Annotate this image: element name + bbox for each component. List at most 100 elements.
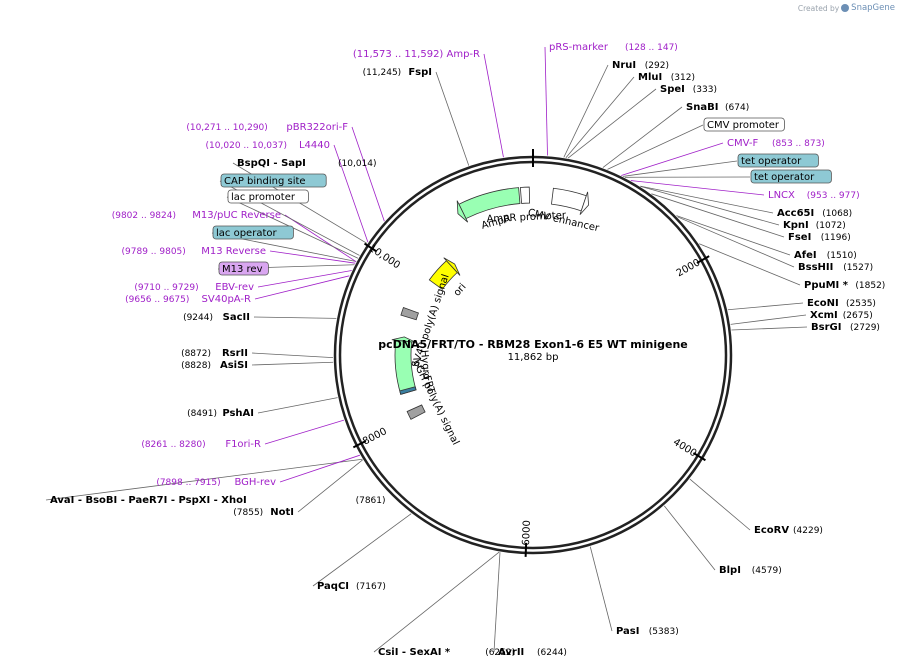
- enzyme-name[interactable]: AfeI: [794, 250, 817, 261]
- ruler-tick-label: 4000: [671, 437, 698, 460]
- site-leader-line: [45, 458, 363, 501]
- feature-tag-label: tet operator: [741, 156, 802, 167]
- feature-label: SV40 poly(A) signal: [410, 273, 451, 369]
- credit: Created by SnapGene: [798, 3, 895, 13]
- enzyme-position: (1196): [821, 233, 851, 243]
- enzyme-name[interactable]: FspI: [408, 67, 432, 78]
- enzyme-name[interactable]: EcoNI: [807, 298, 839, 309]
- enzyme-name[interactable]: NotI: [270, 507, 294, 518]
- site-leader-line: [284, 214, 357, 263]
- enzyme-position: (7855): [233, 508, 263, 518]
- ruler-tick-label: 10,000: [367, 243, 402, 271]
- primer-range: (7898 .. 7915): [156, 478, 220, 488]
- site-leader-line: [677, 216, 795, 268]
- enzyme-position: (4229): [793, 526, 823, 536]
- enzyme-position: (4579): [752, 566, 782, 576]
- site-leader-line: [640, 186, 780, 226]
- primer-name[interactable]: M13 Reverse: [201, 246, 266, 257]
- feature-frt[interactable]: [399, 386, 417, 395]
- site-leader-line: [602, 106, 683, 168]
- enzyme-name[interactable]: AvrII: [498, 647, 524, 658]
- feature-tag-box[interactable]: [737, 153, 819, 168]
- enzyme-name[interactable]: BssHII: [798, 262, 833, 273]
- enzyme-name[interactable]: KpnI: [783, 220, 809, 231]
- feature-arrowhead: [443, 257, 461, 276]
- enzyme-position: (1852): [855, 281, 885, 291]
- feature-tag-box[interactable]: [703, 117, 785, 132]
- enzyme-name[interactable]: Acc65I: [777, 208, 814, 219]
- primer-name[interactable]: EBV-rev: [215, 282, 254, 293]
- feature-cmv-enhancer[interactable]: [551, 187, 587, 212]
- primer-range: (9789 .. 9805): [122, 247, 186, 257]
- primer-name[interactable]: L4440: [299, 140, 330, 151]
- primer-name[interactable]: M13/pUC Reverse: [192, 210, 281, 221]
- enzyme-position: (2535): [846, 299, 876, 309]
- enzyme-position: (6244): [537, 648, 567, 658]
- enzyme-name[interactable]: EcoRV: [754, 525, 789, 536]
- snapgene-logo-icon: [841, 4, 850, 12]
- ruler-tick-label: 2000: [675, 257, 703, 279]
- enzyme-name[interactable]: BlpI: [719, 565, 741, 576]
- primer-range: (9710 .. 9729): [134, 283, 198, 293]
- ruler-tick-mark: [524, 542, 528, 557]
- enzyme-name[interactable]: AsiSI: [220, 360, 248, 371]
- primer-name[interactable]: pRS-marker: [549, 42, 609, 53]
- site-leader-line: [373, 551, 500, 653]
- feature-tag-box[interactable]: [220, 173, 327, 188]
- enzyme-name[interactable]: PpuMI *: [804, 280, 849, 291]
- enzyme-name[interactable]: CsiI - SexAI *: [378, 647, 451, 658]
- enzyme-name[interactable]: PaqCI: [317, 581, 349, 592]
- feature-tag-box[interactable]: [218, 261, 269, 276]
- feature-sv40-poly-a-signal[interactable]: [400, 306, 419, 321]
- primer-range: (9802 .. 9824): [112, 211, 176, 221]
- enzyme-name[interactable]: SnaBI: [686, 102, 718, 113]
- enzyme-name[interactable]: SacII: [223, 312, 250, 323]
- enzyme-name[interactable]: NruI: [612, 60, 636, 71]
- enzyme-name[interactable]: BsrGI: [811, 322, 841, 333]
- enzyme-position: (674): [725, 103, 749, 113]
- primer-label[interactable]: (11,573 .. 11,592) Amp-R: [353, 49, 480, 60]
- ruler-tick-mark: [692, 452, 706, 462]
- site-leader-line: [251, 361, 334, 366]
- site-leader-line: [279, 454, 361, 483]
- site-leader-line: [730, 314, 807, 325]
- enzyme-position: (1527): [843, 263, 873, 273]
- site-leader-line: [257, 397, 338, 414]
- ruler-tick-label: 8000: [361, 426, 389, 447]
- primer-range: (10,020 .. 10,037): [206, 141, 287, 151]
- primer-name[interactable]: BGH-rev: [234, 477, 276, 488]
- primer-name[interactable]: pBR322ori-F: [286, 122, 348, 133]
- enzyme-position: (7167): [356, 582, 386, 592]
- enzyme-position: (11,245): [363, 68, 402, 78]
- enzyme-name[interactable]: SpeI: [660, 84, 685, 95]
- enzyme-name[interactable]: PasI: [616, 626, 639, 637]
- ruler-tick-label: 6000: [521, 520, 533, 546]
- primer-name[interactable]: LNCX: [768, 190, 795, 201]
- enzyme-name[interactable]: BspQI - SapI: [237, 158, 306, 169]
- site-leader-line: [699, 243, 801, 286]
- backbone: [333, 149, 733, 555]
- primer-name[interactable]: F1ori-R: [225, 439, 261, 450]
- primer-name[interactable]: SV40pA-R: [202, 294, 251, 305]
- enzyme-position: (2729): [850, 323, 880, 333]
- feature-ampr[interactable]: [458, 187, 521, 220]
- enzyme-name[interactable]: RsrII: [222, 348, 248, 359]
- ruler-tick-mark: [696, 255, 710, 264]
- feature-tag-label: lac promoter: [231, 192, 296, 203]
- enzyme-name[interactable]: FseI: [788, 232, 811, 243]
- feature-bgh-poly-a-signal[interactable]: [406, 404, 426, 420]
- site-leader-line: [333, 144, 369, 243]
- feature-ampr-promoter[interactable]: [519, 186, 531, 204]
- enzyme-name[interactable]: AvaI - BsoBI - PaeR7I - PspXI - XhoI: [50, 495, 247, 506]
- feature-tag-box[interactable]: [227, 189, 309, 204]
- feature-tag-box[interactable]: [212, 225, 294, 240]
- enzyme-name[interactable]: XcmI: [810, 310, 838, 321]
- primer-name[interactable]: CMV-F: [727, 138, 758, 149]
- site-leader-line: [565, 76, 635, 158]
- enzyme-name[interactable]: MluI: [638, 72, 662, 83]
- enzyme-name[interactable]: PshAI: [222, 408, 254, 419]
- enzyme-position: (1510): [827, 251, 857, 261]
- feature-tag-box[interactable]: [750, 169, 832, 184]
- site-leader-line: [567, 88, 657, 159]
- enzyme-position: (10,014): [338, 159, 377, 169]
